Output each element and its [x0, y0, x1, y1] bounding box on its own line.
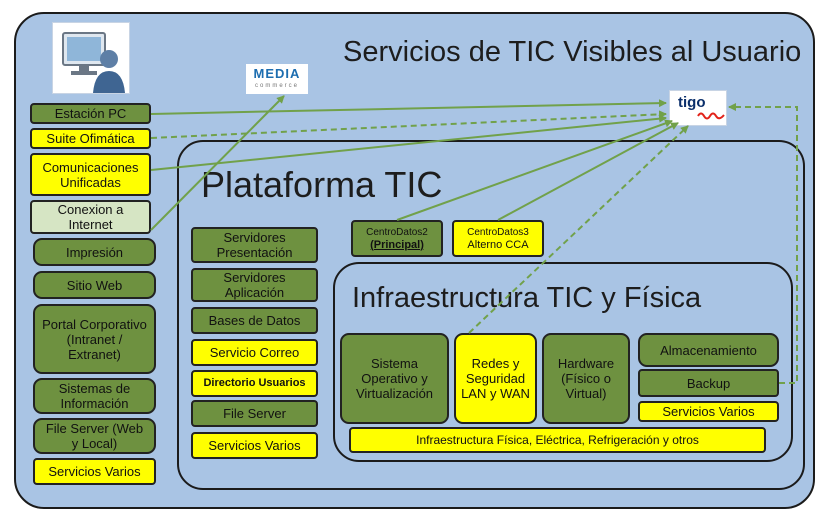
platform-title: Plataforma TIC [201, 164, 443, 205]
datacenter-principal: CentroDatos2 (Principal) [351, 220, 443, 257]
arrow-internet-media [150, 95, 285, 231]
media-commerce-logo: MEDIA commerce [246, 64, 308, 94]
user-service-servicios-varios: Servicios Varios [33, 458, 156, 485]
main-title: Servicios de TIC Visibles al Usuario [343, 36, 802, 68]
infra-redes-seguridad: Redes y Seguridad LAN y WAN [454, 333, 537, 424]
arrow-dc2-tigo [396, 119, 673, 221]
platform-servidores-presentacion: Servidores Presentación [191, 227, 318, 263]
platform-servicio-correo: Servicio Correo [191, 339, 318, 366]
platform-file-server: File Server [191, 400, 318, 427]
user-service-sitio-web: Sitio Web [33, 271, 156, 299]
infraestructura-panel [333, 262, 793, 462]
infra-sistema-operativo: Sistema Operativo y Virtualización [340, 333, 449, 424]
plataforma-tic-panel [177, 140, 805, 490]
infra-almacenamiento: Almacenamiento [638, 333, 779, 367]
platform-servidores-aplicacion: Servidores Aplicación [191, 268, 318, 302]
platform-directorio-usuarios: Directorio Usuarios [191, 370, 318, 397]
infra-servicios-varios: Servicios Varios [638, 401, 779, 422]
datacenter-alterno: CentroDatos3 Alterno CCA [452, 220, 544, 257]
infra-fisica: Infraestructura Física, Eléctrica, Refri… [349, 427, 766, 453]
arrow-backup-tigo [728, 103, 798, 384]
user-computer-icon [52, 22, 130, 94]
user-service-sistemas-informacion: Sistemas de Información [33, 378, 156, 414]
user-service-suite-ofimatica: Suite Ofimática [30, 128, 151, 149]
platform-servicios-varios: Servicios Varios [191, 432, 318, 459]
user-service-conexion-internet: Conexion a Internet [30, 200, 151, 234]
user-service-comunicaciones: Comunicaciones Unificadas [30, 153, 151, 196]
platform-bases-de-datos: Bases de Datos [191, 307, 318, 334]
arrow-comunicaciones-tigo [150, 114, 667, 171]
arrow-suite-tigo [150, 110, 667, 139]
arrow-estacion-tigo [150, 99, 667, 115]
user-service-file-server: File Server (Web y Local) [33, 418, 156, 454]
infra-hardware: Hardware (Físico o Virtual) [542, 333, 630, 424]
arrow-redes-tigo [468, 125, 689, 334]
infra-title: Infraestructura TIC y Física [352, 282, 702, 314]
arrow-dc3-tigo [497, 122, 679, 221]
user-service-portal-corporativo: Portal Corporativo (Intranet / Extranet) [33, 304, 156, 374]
infra-backup: Backup [638, 369, 779, 397]
tigo-une-logo: tigo [669, 90, 727, 126]
user-service-impresion: Impresión [33, 238, 156, 266]
user-service-estacion-pc: Estación PC [30, 103, 151, 124]
